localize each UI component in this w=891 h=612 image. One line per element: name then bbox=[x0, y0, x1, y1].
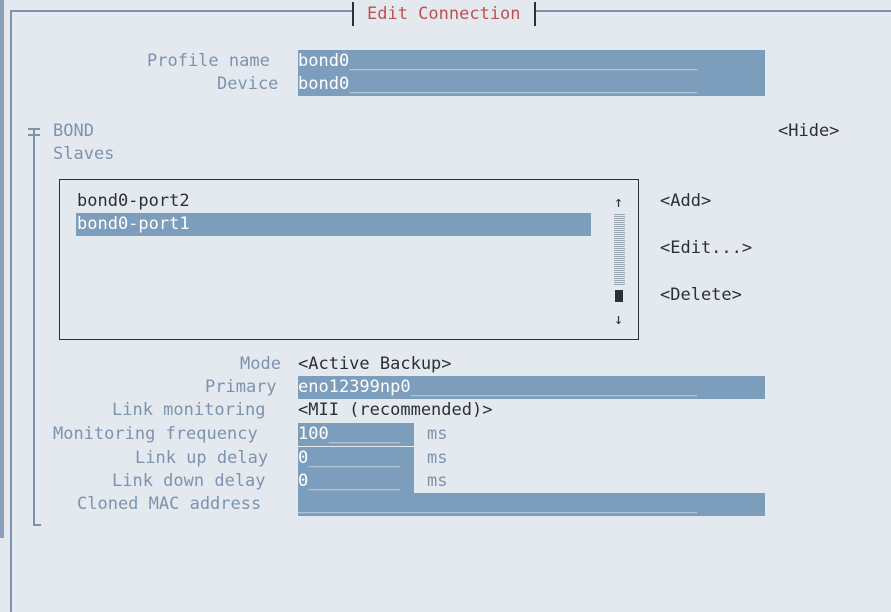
delete-slave-button[interactable]: <Delete> bbox=[660, 285, 742, 305]
link-up-delay-fill: _________ bbox=[308, 448, 401, 468]
dialog-title: Edit Connection bbox=[352, 2, 536, 26]
link-up-delay-unit: ms bbox=[427, 448, 448, 468]
slaves-list[interactable] bbox=[59, 179, 639, 340]
hide-button[interactable]: <Hide> bbox=[778, 121, 840, 141]
link-down-delay-field[interactable]: 0_________ bbox=[298, 470, 414, 493]
link-up-delay-value: 0 bbox=[298, 448, 309, 468]
scroll-up-arrow-icon[interactable]: ↑ bbox=[614, 193, 624, 211]
primary-value: eno12399np0 bbox=[298, 377, 411, 397]
window-edge bbox=[0, 0, 4, 538]
cloned-mac-fill: _______________________________________ bbox=[298, 494, 698, 514]
mode-dropdown[interactable]: <Active Backup> bbox=[298, 354, 452, 374]
monitoring-frequency-label: Monitoring frequency bbox=[53, 424, 258, 444]
link-up-delay-field[interactable]: 0_________ bbox=[298, 447, 414, 470]
bond-section-label: BOND bbox=[53, 121, 94, 141]
link-down-delay-label: Link down delay bbox=[112, 471, 266, 491]
slave-item[interactable]: bond0-port2 bbox=[77, 191, 190, 211]
slaves-scroll-thumb[interactable] bbox=[615, 290, 623, 302]
primary-fill: ____________________________ bbox=[410, 377, 698, 397]
link-up-delay-label: Link up delay bbox=[135, 448, 269, 468]
bond-bracket-top bbox=[28, 128, 40, 130]
device-value: bond0 bbox=[298, 74, 350, 94]
mode-label: Mode bbox=[240, 354, 281, 374]
link-down-delay-value: 0 bbox=[298, 471, 309, 491]
edit-slave-button[interactable]: <Edit...> bbox=[660, 238, 753, 258]
device-fill: __________________________________ bbox=[349, 74, 698, 94]
device-field[interactable]: bond0__________________________________ bbox=[298, 73, 765, 96]
profile-name-label: Profile name bbox=[147, 51, 270, 71]
link-down-delay-fill: _________ bbox=[308, 471, 401, 491]
slaves-label: Slaves bbox=[53, 144, 115, 164]
bond-bracket-bottom bbox=[33, 524, 41, 526]
profile-name-fill: __________________________________ bbox=[349, 51, 698, 71]
profile-name-value: bond0 bbox=[298, 51, 350, 71]
monitoring-frequency-field[interactable]: 100_______ bbox=[298, 423, 414, 446]
primary-field[interactable]: eno12399np0____________________________ bbox=[298, 376, 765, 399]
slaves-list-selection bbox=[76, 213, 591, 236]
primary-label: Primary bbox=[205, 377, 277, 397]
link-monitoring-dropdown[interactable]: <MII (recommended)> bbox=[298, 400, 493, 420]
monitoring-frequency-unit: ms bbox=[427, 424, 448, 444]
slave-item-selected[interactable]: bond0-port1 bbox=[77, 214, 190, 234]
cloned-mac-field[interactable]: _______________________________________ bbox=[298, 493, 765, 516]
link-monitoring-label: Link monitoring bbox=[112, 400, 266, 420]
monitoring-frequency-value: 100 bbox=[298, 424, 329, 444]
scroll-down-arrow-icon[interactable]: ↓ bbox=[614, 310, 624, 328]
profile-name-field[interactable]: bond0__________________________________ bbox=[298, 50, 765, 73]
slaves-scrollbar[interactable] bbox=[614, 213, 625, 285]
add-slave-button[interactable]: <Add> bbox=[660, 191, 712, 211]
bond-bracket-top-2 bbox=[28, 134, 40, 136]
link-down-delay-unit: ms bbox=[427, 471, 448, 491]
bond-section-bracket bbox=[33, 128, 35, 526]
cloned-mac-label: Cloned MAC address bbox=[77, 494, 262, 514]
monitoring-frequency-fill: _______ bbox=[328, 424, 401, 444]
device-label: Device bbox=[217, 74, 279, 94]
